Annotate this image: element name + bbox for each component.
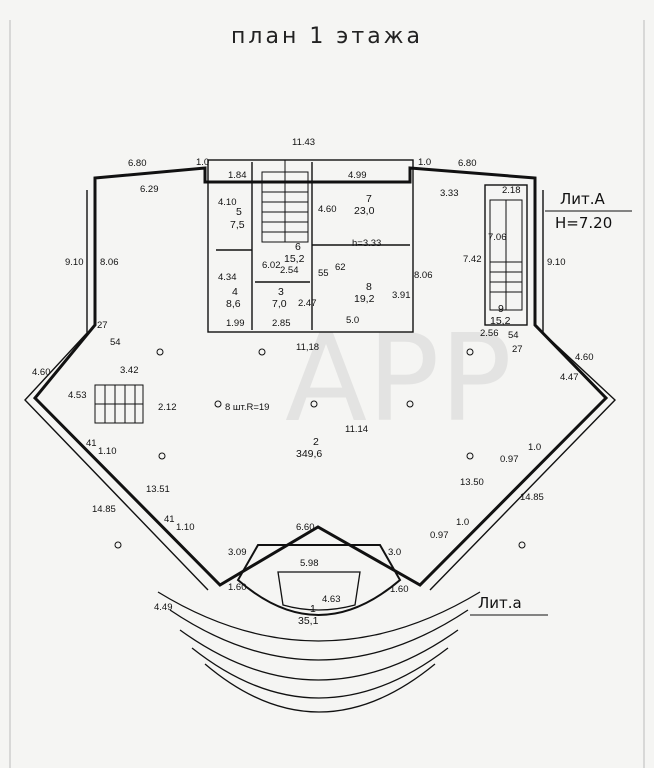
dim-r8-side: 3.91 — [392, 290, 411, 301]
dim-r7-side: 4.60 — [318, 204, 337, 215]
lights-note: 8 шт.R=19 — [225, 402, 269, 413]
room-1-area: 35,1 — [298, 615, 319, 627]
dim-diag-right-outer: 4.60 — [575, 352, 594, 363]
inner-walls — [24, 159, 617, 591]
dim-stage-left: 1.60 — [228, 582, 247, 593]
dim-r7-top: 4.99 — [348, 170, 367, 181]
dim-top-right-outer: 6.80 — [458, 158, 477, 169]
dim-right-inner: 7.42 — [463, 254, 482, 265]
dim-r5-top: 1.84 — [228, 170, 247, 181]
dim-diag-left-inner: 4.53 — [68, 390, 87, 401]
lit-a-lower-label: Лит.а — [478, 594, 522, 612]
dim-wall-right: 1.0 — [418, 157, 431, 168]
room-1-number: 1 — [310, 603, 316, 615]
dim-r4-side: 4.34 — [218, 272, 237, 283]
dim-right-diag-inner: 13.50 — [460, 477, 484, 488]
dim-stage-depth: 4.63 — [322, 594, 341, 605]
lit-a-upper-label: Лит.А — [560, 190, 606, 208]
room-8-area: 19,2 — [354, 293, 375, 305]
plan-title: план 1 этажа — [231, 24, 423, 49]
left-stairs — [94, 384, 144, 424]
dim-r5-side: 4.10 — [218, 197, 237, 208]
room-4-area: 8,6 — [226, 298, 241, 310]
dim-hall-height: 11.14 — [345, 424, 368, 435]
dim-window-left2-b: 1.10 — [176, 522, 195, 533]
dim-window-right2-a: 0.97 — [430, 530, 449, 541]
dim-stair9-top: 2.18 — [502, 185, 521, 196]
dim-core-bottom: 11,18 — [296, 342, 319, 353]
dim-front-left: 3.09 — [228, 547, 247, 558]
dim-right-54: 54 — [508, 330, 519, 341]
dim-left-27: 27 — [97, 320, 108, 331]
dim-wall-left: 1.0 — [196, 157, 209, 168]
dim-diag-left-outer: 4.60 — [32, 367, 51, 378]
room-7-area: 23,0 — [354, 205, 375, 217]
dim-left-inner: 8.06 — [100, 257, 119, 268]
watermark-text: APP — [285, 310, 512, 449]
dim-top-left-inner: 6.29 — [140, 184, 159, 195]
dim-r8-right: 8.06 — [414, 270, 433, 281]
dim-arc-left: 4.49 — [154, 602, 173, 613]
room-6-area: 15,2 — [284, 253, 305, 265]
dim-right-diag-outer: 14.85 — [520, 492, 544, 503]
room-6-number: 6 — [295, 241, 301, 253]
dim-left-outer: 9.10 — [65, 257, 84, 268]
room-8-number: 8 — [366, 281, 372, 293]
dim-left-diag-inner: 13.51 — [146, 484, 170, 495]
room-3-number: 3 — [278, 286, 284, 298]
dim-front-outer: 6.60 — [296, 522, 315, 533]
dim-window-left2-a: 41 — [164, 514, 175, 525]
dim-top-center: 11.43 — [292, 137, 315, 148]
amphitheater-arcs — [157, 544, 481, 713]
core-stairs — [261, 160, 309, 243]
dim-stair-left-height: 2.12 — [158, 402, 177, 413]
room-2-number: 2 — [313, 436, 319, 448]
dim-r6-side: 6.02 — [262, 260, 281, 271]
height-label: H=7.20 — [555, 214, 612, 232]
dim-stair9-bottom: 2.56 — [480, 328, 499, 339]
room-5-area: 7,5 — [230, 219, 245, 231]
dim-top-right-inner: 3.33 — [440, 188, 459, 199]
dim-stage-right: 1.60 — [390, 584, 409, 595]
dim-r6-width: 2.54 — [280, 265, 299, 276]
room-9-number: 9 — [498, 303, 504, 315]
light-markers — [114, 348, 526, 549]
right-stairs — [489, 199, 523, 311]
dim-stair-left-width: 3.42 — [120, 365, 139, 376]
dim-r4-bottom: 1.99 — [226, 318, 245, 329]
dim-r3-bottom: 2.85 — [272, 318, 291, 329]
dim-left-diag-outer: 14.85 — [92, 504, 116, 515]
dim-window-right2-b: 1.0 — [456, 517, 469, 528]
dim-top-left-outer: 6.80 — [128, 158, 147, 169]
dim-62: 62 — [335, 262, 346, 273]
dim-window-right1-b: 1.0 — [528, 442, 541, 453]
dim-55: 55 — [318, 268, 329, 279]
dim-right-outer: 9.10 — [547, 257, 566, 268]
dim-r3-side: 2.47 — [298, 298, 317, 309]
outer-walls — [32, 166, 609, 587]
dim-r8-bottom: 5.0 — [346, 315, 359, 326]
dim-left-54: 54 — [110, 337, 121, 348]
dim-window-left1-a: 41 — [86, 438, 97, 449]
dim-window-left1-b: 1.10 — [98, 446, 117, 457]
room-3-area: 7,0 — [272, 298, 287, 310]
room-4-number: 4 — [232, 286, 238, 298]
room-7-number: 7 — [366, 193, 372, 205]
dim-window-right1-a: 0.97 — [500, 454, 519, 465]
room-2-area: 349,6 — [296, 448, 322, 460]
dim-diag-right-inner: 4.47 — [560, 372, 579, 383]
dim-right-27: 27 — [512, 344, 523, 355]
dim-stair9-side: 7.06 — [488, 232, 507, 243]
ceiling-height-note: h=3.33 — [352, 238, 381, 249]
dim-front-inner: 5.98 — [300, 558, 319, 569]
room-9-area: 15,2 — [490, 315, 511, 327]
dim-front-right: 3.0 — [388, 547, 401, 558]
room-5-number: 5 — [236, 206, 242, 218]
